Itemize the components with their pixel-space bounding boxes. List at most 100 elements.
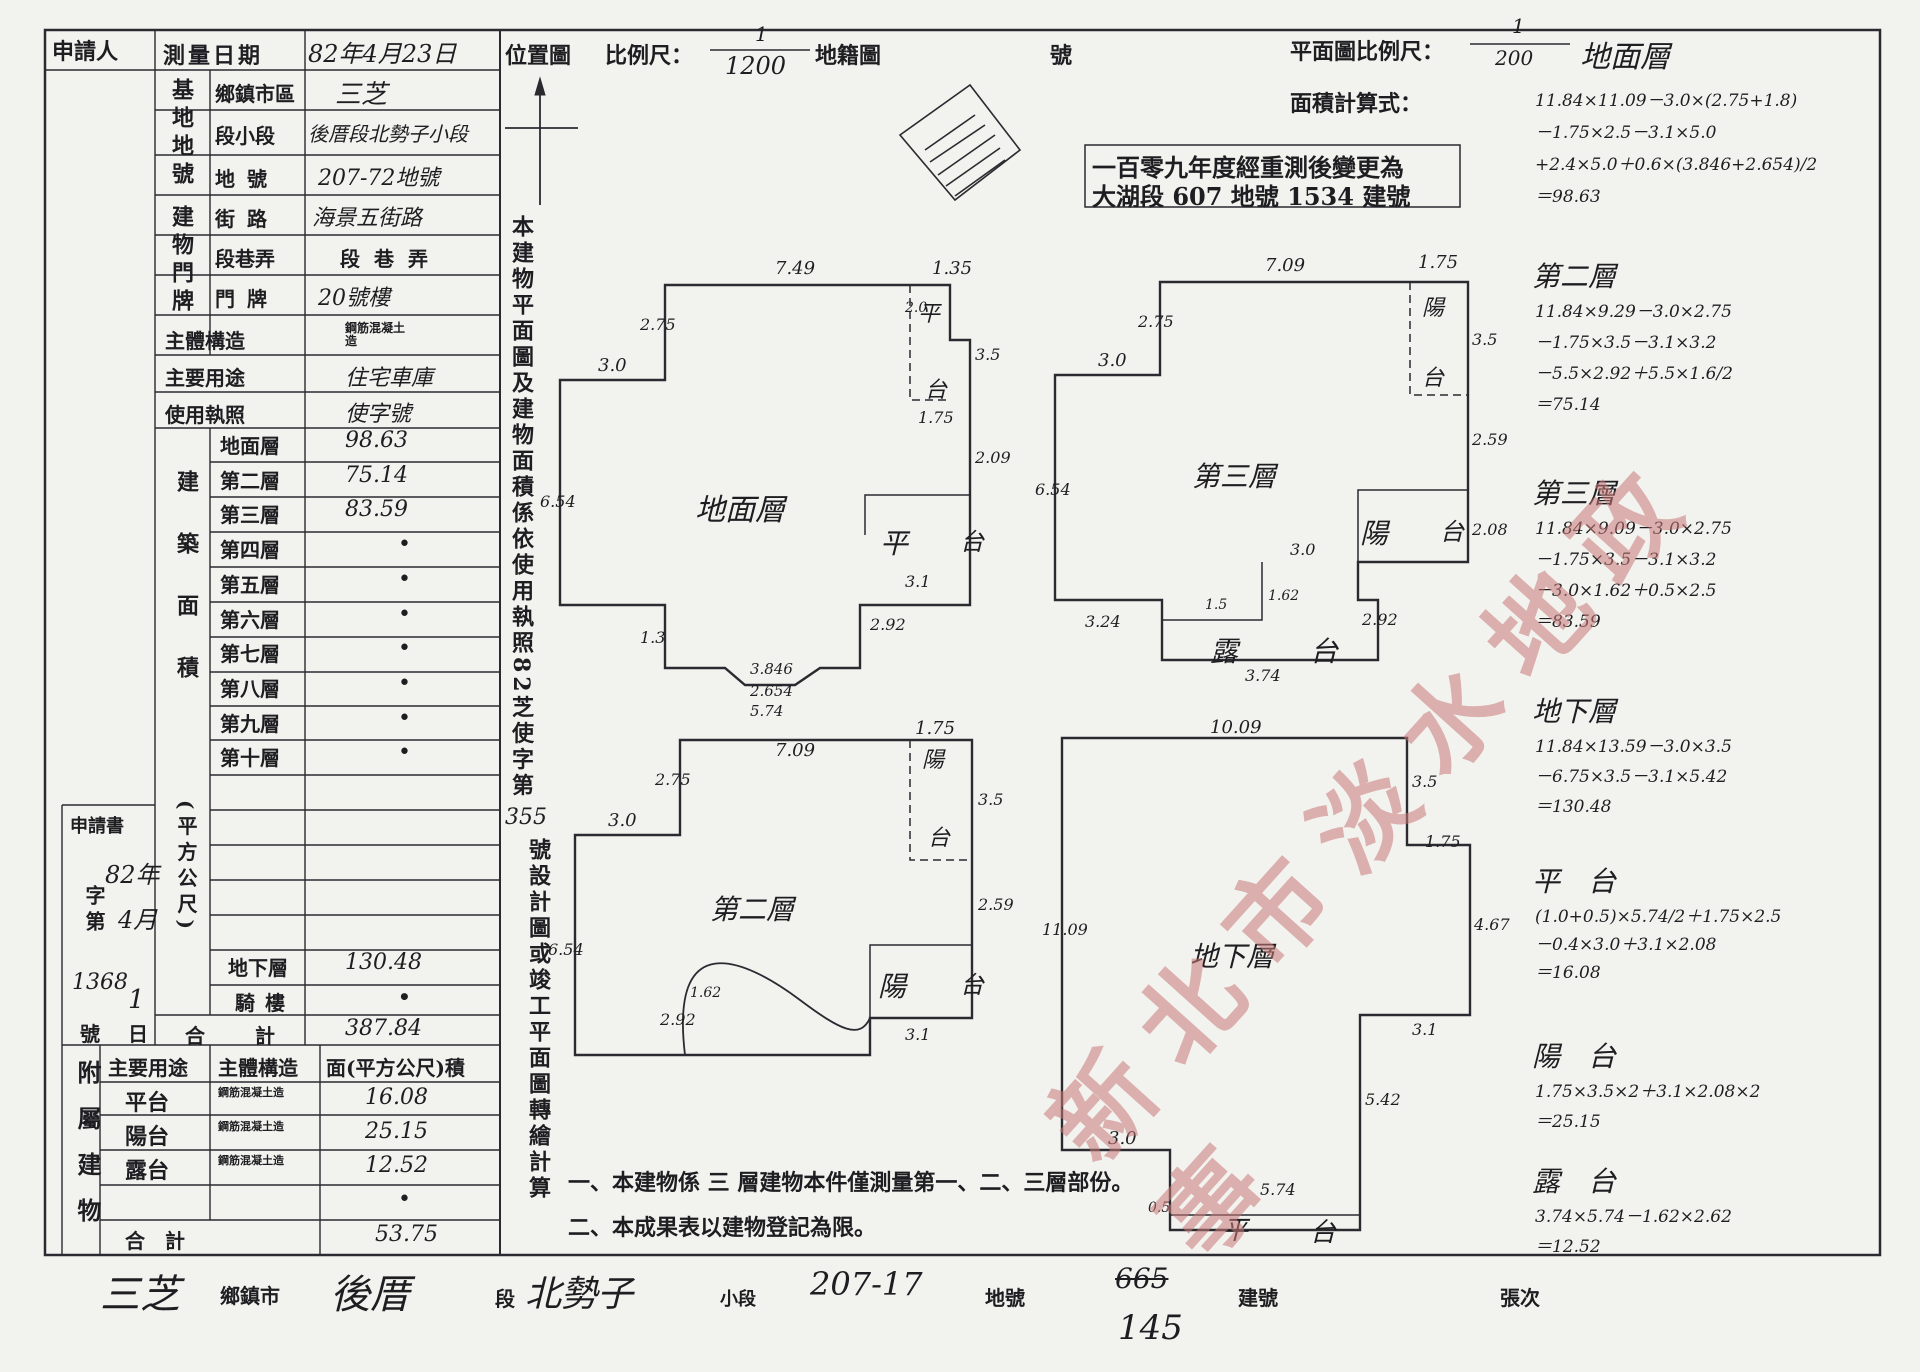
formula-line-platform: (1.0+0.5)×5.74/2＋1.75×2.5 bbox=[1535, 907, 1782, 927]
plan-scale-label: 平面圖比例尺： bbox=[1290, 39, 1445, 65]
basement-plan-title: 地下層 bbox=[1190, 940, 1275, 973]
ground-dim-5: 3.5 bbox=[975, 345, 1001, 364]
third-terrace-label: 露 bbox=[1210, 635, 1239, 668]
application-day: 1 bbox=[128, 985, 145, 1015]
second-balcony-right-2: 台 bbox=[960, 971, 984, 999]
second-dim-6: 2.59 bbox=[978, 895, 1014, 914]
number-label: 號 bbox=[1050, 43, 1073, 69]
annex-area: 25.15 bbox=[365, 1119, 428, 1144]
plan-scale-denominator: 200 bbox=[1495, 46, 1534, 70]
basement-dim-9: 0.5 bbox=[1148, 1200, 1171, 1216]
second-dim-5: 6.54 bbox=[548, 940, 584, 959]
third-dim-0: 7.09 bbox=[1265, 255, 1306, 276]
floor-name: 地面層 bbox=[220, 434, 280, 458]
third-plan-title: 第三層 bbox=[1192, 460, 1277, 493]
license-label: 使用執照 bbox=[165, 403, 245, 427]
footer-section: 後厝 bbox=[330, 1272, 410, 1318]
footer-township: 三芝 bbox=[100, 1272, 180, 1318]
arcade-label: 騎樓 bbox=[235, 991, 295, 1015]
application-no: 1368 bbox=[72, 970, 128, 995]
ground-plan-title: 地面層 bbox=[695, 493, 785, 528]
ground-dim-1: 1.35 bbox=[932, 258, 973, 279]
third-dim-1: 1.75 bbox=[1418, 252, 1459, 273]
annex-use: 陽台 bbox=[125, 1124, 170, 1150]
lane-value: 段巷弄 bbox=[340, 247, 442, 271]
annex-area: • bbox=[398, 1187, 411, 1212]
floor-area-value: • bbox=[398, 670, 411, 696]
third-balcony-top: 陽 bbox=[1422, 296, 1445, 321]
floor-area-value: • bbox=[398, 566, 411, 592]
formula-line-ground: 11.84×11.09－3.0×(2.75+1.8) bbox=[1535, 91, 1798, 111]
plan-scale-numerator: 1 bbox=[1512, 14, 1525, 38]
second-dim-8: 2.92 bbox=[660, 1010, 696, 1029]
formula-title-terrace: 露 台 bbox=[1532, 1165, 1617, 1198]
second-dim-4: 3.0 bbox=[608, 810, 637, 831]
footer-lot-label: 地號 bbox=[985, 1286, 1025, 1310]
structure-value: 鋼筋混凝土造 bbox=[345, 321, 406, 348]
formula-line-platform: ＝16.08 bbox=[1535, 963, 1601, 983]
structure-label: 主體構造 bbox=[165, 329, 245, 353]
floor-area-value: • bbox=[398, 705, 411, 731]
footer-section-label: 段 bbox=[495, 1287, 515, 1311]
door-label: 建物門牌 bbox=[168, 205, 194, 317]
second-balcony-right: 陽 bbox=[878, 970, 907, 1003]
second-dim-3: 3.5 bbox=[978, 790, 1004, 809]
formula-title-platform: 平 台 bbox=[1532, 865, 1617, 898]
third-dim-6: 2.59 bbox=[1472, 430, 1508, 449]
second-dim-7: 1.62 bbox=[690, 985, 722, 1001]
ground-dim-4: 6.54 bbox=[540, 492, 576, 511]
center-note-permit: 355 bbox=[505, 805, 547, 830]
formula-line-ground: +2.4×5.0＋0.6×(3.846+2.654)/2 bbox=[1535, 155, 1818, 175]
formula-line-terrace: 3.74×5.74－1.62×2.62 bbox=[1535, 1207, 1732, 1227]
applicant-label: 申請人 bbox=[52, 39, 119, 65]
third-dim-2: 2.75 bbox=[1138, 312, 1174, 331]
door-no-value: 20號樓 bbox=[318, 286, 390, 311]
annex-col-structure: 主體構造 bbox=[218, 1056, 298, 1080]
application-month: 4月 bbox=[118, 906, 158, 934]
formula-line-second: ＝75.14 bbox=[1535, 395, 1601, 415]
second-dim-9: 3.1 bbox=[905, 1025, 931, 1044]
annex-structure: 鋼筋混凝土造 bbox=[218, 1086, 284, 1099]
second-dim-1: 7.09 bbox=[775, 740, 816, 761]
annex-area: 16.08 bbox=[365, 1085, 428, 1110]
ground-dim-2: 2.75 bbox=[640, 315, 676, 334]
location-scale-denominator: 1200 bbox=[725, 52, 787, 80]
floor-name: 第六層 bbox=[220, 607, 280, 632]
ground-platform-label-2: 台 bbox=[960, 528, 984, 556]
third-dim-5: 6.54 bbox=[1035, 480, 1071, 499]
ground-platform-top: 平 bbox=[918, 302, 941, 327]
arcade-value: • bbox=[398, 985, 411, 1009]
floor-area-value: • bbox=[398, 532, 411, 558]
formula-line-second: －1.75×3.5－3.1×3.2 bbox=[1535, 333, 1717, 353]
annex-label: 附屬建物 bbox=[73, 1060, 102, 1244]
ground-dim-3: 3.0 bbox=[598, 355, 627, 376]
boxed-note-line1: 一百零九年度經重測後變更為 bbox=[1092, 153, 1404, 182]
second-dim-2: 2.75 bbox=[655, 770, 691, 789]
formula-title-second: 第二層 bbox=[1532, 260, 1617, 293]
basement-label: 地下層 bbox=[228, 956, 288, 980]
floor-area-value: • bbox=[398, 740, 411, 766]
unit-label: (平方公尺) bbox=[174, 800, 198, 935]
formula-line-second: 11.84×9.29－3.0×2.75 bbox=[1535, 302, 1732, 322]
formula-line-third: 11.84×9.09－3.0×2.75 bbox=[1535, 519, 1732, 539]
second-plan-title: 第二層 bbox=[710, 893, 795, 926]
third-dim-13: 3.74 bbox=[1245, 666, 1281, 685]
footer-sheet-label: 張次 bbox=[1500, 1286, 1540, 1310]
ground-dim-7: 2.09 bbox=[975, 448, 1011, 467]
location-scale-label: 比例尺： bbox=[605, 43, 694, 69]
floor-name: 第十層 bbox=[220, 746, 280, 771]
floor-name: 第八層 bbox=[220, 676, 280, 701]
application-no-label: 字第 bbox=[82, 885, 106, 937]
ground-dim-13: 5.74 bbox=[750, 702, 784, 720]
formula-line-second: －5.5×2.92＋5.5×1.6/2 bbox=[1535, 364, 1733, 384]
footer-building-no-label: 建號 bbox=[1238, 1286, 1278, 1310]
lot-value: 207-72地號 bbox=[318, 166, 440, 191]
footer-township-label: 鄉鎮市 bbox=[220, 1284, 280, 1308]
use-value: 住宅車庫 bbox=[345, 366, 434, 391]
basement-dim-0: 10.09 bbox=[1210, 717, 1262, 738]
lane-label: 段巷弄 bbox=[215, 247, 275, 271]
third-dim-8: 3.0 bbox=[1290, 540, 1316, 559]
formula-line-balcony: 1.75×3.5×2＋3.1×2.08×2 bbox=[1535, 1082, 1761, 1102]
township-value: 三芝 bbox=[335, 80, 388, 110]
